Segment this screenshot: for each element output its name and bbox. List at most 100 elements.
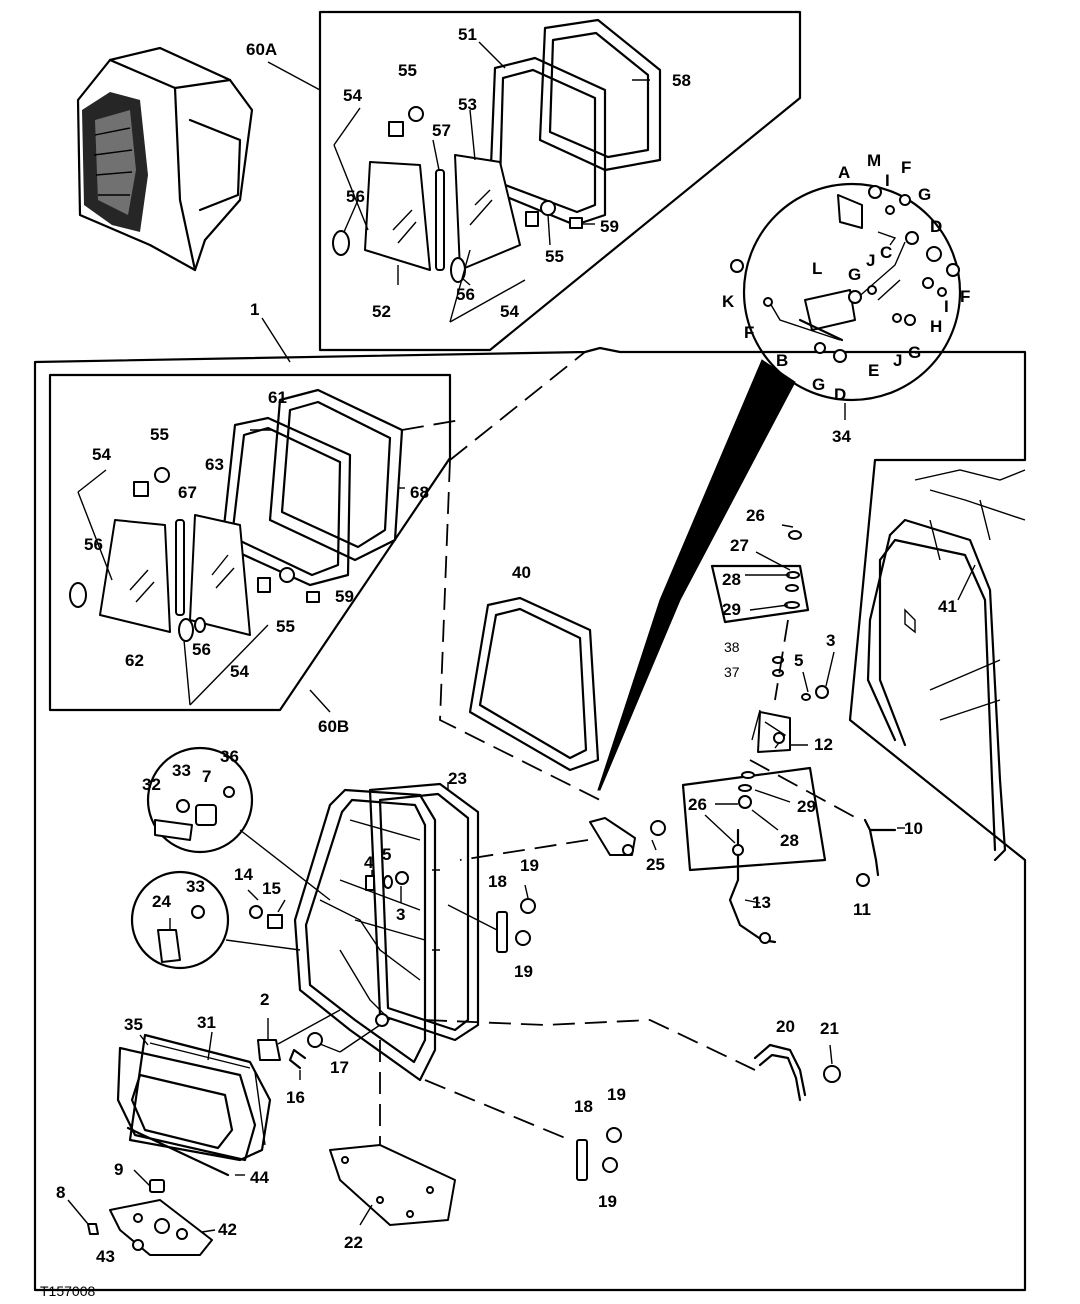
label-62: 62 — [125, 651, 144, 670]
label-19: 19 — [607, 1085, 626, 1104]
label-1: 1 — [250, 300, 259, 319]
label-K: K — [722, 292, 735, 311]
door-opening-41: 41 — [866, 469, 1026, 862]
label-F: F — [960, 287, 970, 306]
label-29: 29 — [722, 600, 741, 619]
label-10: 10 — [904, 819, 923, 838]
label-26: 26 — [746, 506, 765, 525]
label-12: 12 — [814, 735, 833, 754]
label-55: 55 — [545, 247, 564, 266]
label-20: 20 — [776, 1017, 795, 1036]
label-M: M — [867, 151, 881, 170]
label-22: 22 — [344, 1233, 363, 1252]
misc-fasteners: 14 15 2 16 17 — [234, 865, 381, 1107]
label-F: F — [901, 158, 911, 177]
label-55: 55 — [398, 61, 417, 80]
label-C: C — [880, 243, 892, 262]
label-G: G — [908, 343, 921, 362]
hinge-lower: 18 19 19 — [574, 1085, 626, 1211]
figure-reference: T157008 — [40, 1283, 95, 1299]
label-25: 25 — [646, 855, 665, 874]
label-H: H — [930, 317, 942, 336]
label-38: 38 — [724, 639, 740, 655]
door-assembly: 23 4 5 3 — [293, 769, 756, 1160]
label-E: E — [868, 361, 879, 380]
label-5: 5 — [382, 845, 391, 864]
latch-hardware: 26 27 28 29 38 37 3 5 12 26 29 28 13 10 … — [681, 506, 923, 944]
lower-window: 35 31 44 — [116, 1013, 272, 1187]
label-15: 15 — [262, 879, 281, 898]
label-J: J — [893, 351, 902, 370]
label-59: 59 — [600, 217, 619, 236]
label-23: 23 — [448, 769, 467, 788]
label-33: 33 — [172, 761, 191, 780]
label-9: 9 — [114, 1160, 123, 1179]
label-11: 11 — [853, 900, 871, 919]
label-21: 21 — [820, 1019, 839, 1038]
label-59: 59 — [335, 587, 354, 606]
label-55: 55 — [276, 617, 295, 636]
label-60B: 60B — [318, 717, 349, 736]
hinge-upper: 18 19 19 — [447, 856, 539, 981]
label-4: 4 — [364, 853, 374, 872]
label-7: 7 — [202, 767, 211, 786]
label-55: 55 — [150, 425, 169, 444]
label-41: 41 — [938, 597, 957, 616]
label-19: 19 — [598, 1192, 617, 1211]
label-44: 44 — [250, 1168, 269, 1187]
label-2: 2 — [260, 990, 269, 1009]
striker-25: 25 — [459, 817, 666, 874]
label-35: 35 — [124, 1015, 143, 1034]
label-54: 54 — [500, 302, 519, 321]
label-L: L — [812, 259, 822, 278]
label-40: 40 — [512, 563, 531, 582]
label-19: 19 — [514, 962, 533, 981]
label-54: 54 — [343, 86, 362, 105]
label-27: 27 — [730, 536, 749, 555]
label-B: B — [776, 351, 788, 370]
label-G: G — [848, 265, 861, 284]
label-31: 31 — [197, 1013, 216, 1032]
assembly-outline-1: 1 — [33, 300, 1027, 1292]
panel-60A: 60A 51 58 — [246, 10, 802, 352]
label-3: 3 — [826, 631, 835, 650]
label-13: 13 — [752, 893, 771, 912]
label-24: 24 — [152, 892, 171, 911]
lower-panel-22: 22 — [329, 1144, 456, 1252]
label-51: 51 — [458, 25, 477, 44]
label-A: A — [838, 163, 850, 182]
label-16: 16 — [286, 1088, 305, 1107]
detail-circle-upper: 32 33 7 36 — [142, 746, 331, 901]
label-36: 36 — [220, 747, 239, 766]
label-60A: 60A — [246, 40, 277, 59]
label-I: I — [944, 297, 949, 316]
label-52: 52 — [372, 302, 391, 321]
label-F: F — [744, 323, 754, 342]
label-54: 54 — [92, 445, 111, 464]
label-G: G — [918, 185, 931, 204]
label-56: 56 — [84, 535, 103, 554]
label-67: 67 — [178, 483, 197, 502]
label-34: 34 — [832, 427, 851, 446]
label-33: 33 — [186, 877, 205, 896]
label-56: 56 — [456, 285, 475, 304]
label-18: 18 — [488, 872, 507, 891]
label-68: 68 — [410, 483, 429, 502]
label-28: 28 — [722, 570, 741, 589]
label-8: 8 — [56, 1183, 65, 1202]
label-I: I — [885, 171, 890, 190]
seal-40: 40 — [401, 351, 601, 801]
label-58: 58 — [672, 71, 691, 90]
detail-circle-34: 34 A M F I G C D K L G J F I — [597, 151, 970, 791]
cab-thumbnail — [76, 46, 254, 272]
detail-circle-lower: 24 33 — [130, 870, 301, 970]
label-29: 29 — [797, 797, 816, 816]
label-56: 56 — [346, 187, 365, 206]
label-37: 37 — [724, 664, 740, 680]
handle-20: 20 21 — [753, 1017, 841, 1102]
label-54: 54 — [230, 662, 249, 681]
label-53: 53 — [458, 95, 477, 114]
label-19: 19 — [520, 856, 539, 875]
label-3: 3 — [396, 905, 405, 924]
